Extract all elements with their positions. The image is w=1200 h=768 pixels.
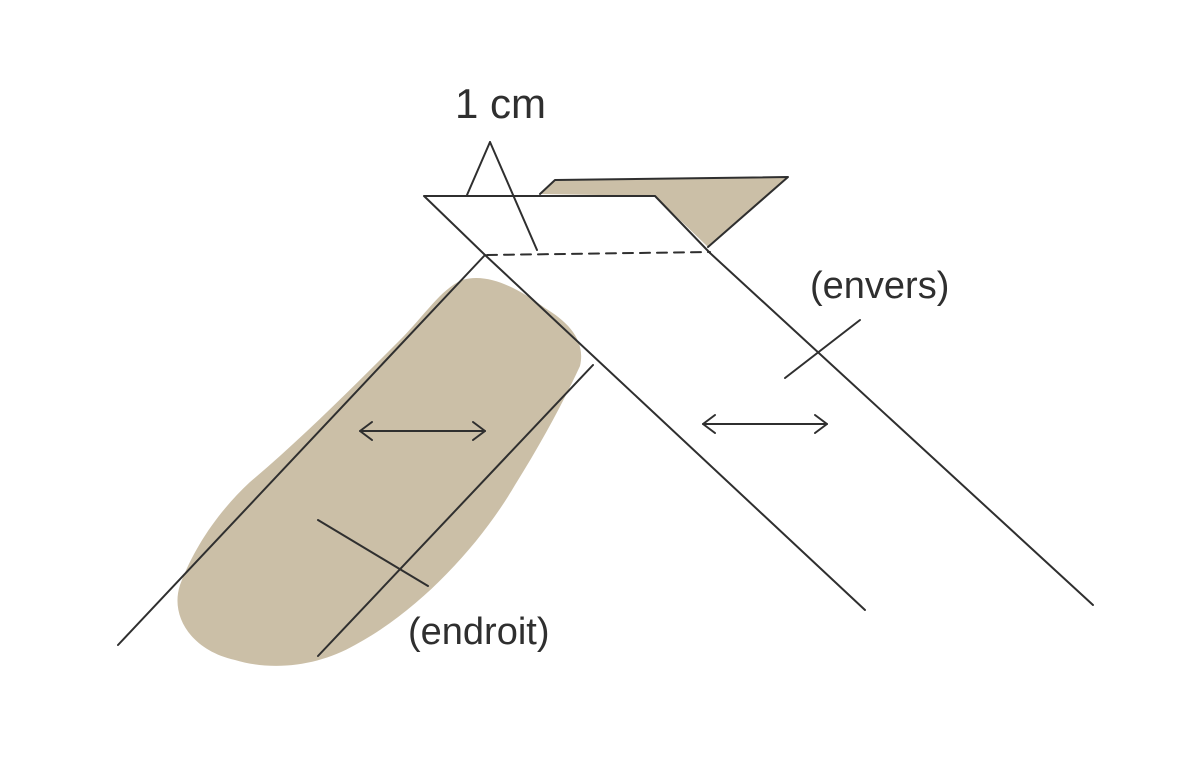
- left-strip-inner-edge: [317, 364, 594, 657]
- measurement-leader-right: [489, 141, 538, 251]
- right-strip-inner-edge: [484, 254, 866, 611]
- top-flap-outline: [423, 195, 711, 256]
- right-side-label: (endroit): [408, 611, 550, 653]
- fabric-right-side-fill: [177, 278, 582, 666]
- endroit-leader-line: [317, 519, 429, 587]
- top-flap-back-edge: [539, 176, 789, 248]
- envers-leader-line: [784, 319, 861, 379]
- right-strip-outer-edge: [709, 252, 1094, 606]
- wrong-side-label: (envers): [810, 265, 949, 307]
- grain-arrow-left-strip: [359, 421, 486, 441]
- seam-line-dashed: [486, 251, 711, 256]
- fabric-flap-fill: [540, 177, 788, 247]
- left-strip-outer-edge: [117, 254, 486, 646]
- measurement-label: 1 cm: [455, 80, 546, 127]
- measurement-leader-left: [466, 141, 491, 196]
- grain-arrow-right-strip: [702, 414, 828, 434]
